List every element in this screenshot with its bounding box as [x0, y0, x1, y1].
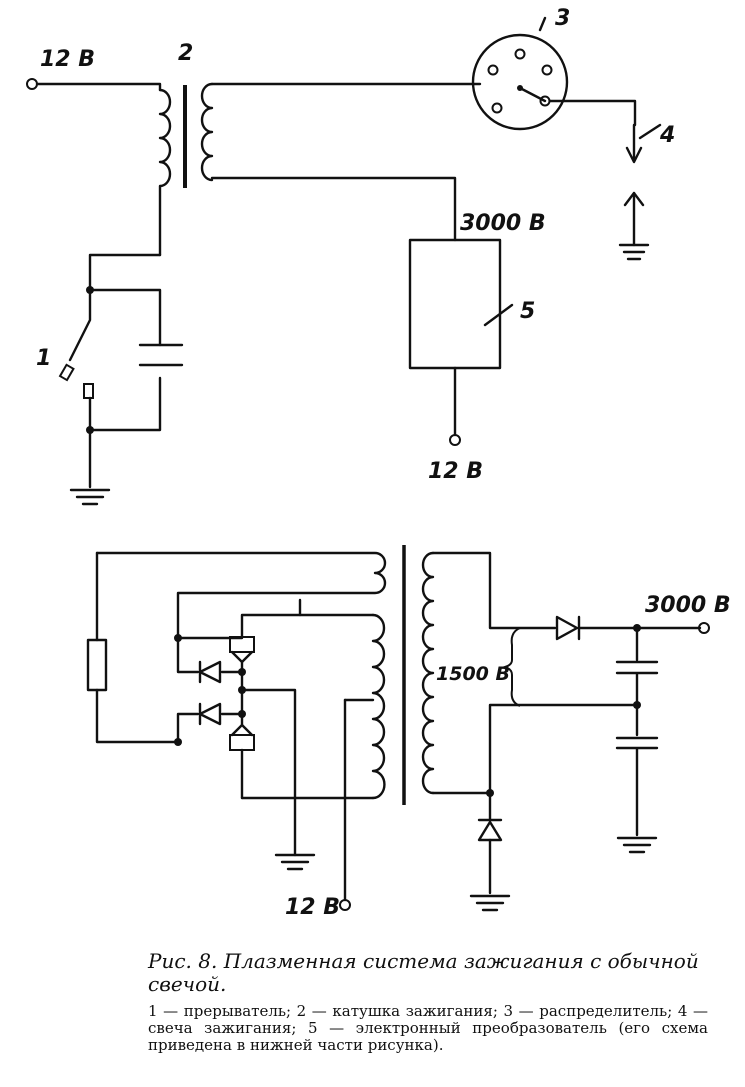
transistor-lower-emitter: [230, 723, 254, 737]
feedback-winding: [95, 551, 387, 640]
diode-ground: [477, 818, 503, 842]
converter-schematic: 3000 В 1500 В 12 В: [86, 545, 731, 920]
converter-leader: [483, 303, 514, 327]
label-coil-number: 2: [178, 41, 193, 66]
capacitor-upper: [615, 626, 659, 707]
label-distributor-number: 3: [555, 6, 570, 31]
resistor: [86, 638, 108, 692]
label-converter-number: 5: [520, 299, 535, 324]
diode-upper: [198, 660, 222, 684]
transistor-upper-emitter: [230, 650, 254, 664]
wire-resistor: [95, 551, 180, 744]
brace-1500v: [501, 627, 521, 707]
spark-plug-electrode-bottom: [623, 191, 645, 247]
secondary-winding: [421, 551, 435, 795]
label-12v-converter: 12 В: [428, 459, 483, 484]
ground-icon-converter: [274, 853, 316, 871]
wire-upper-transistor: [240, 598, 302, 639]
wire-coil-to-converter: [210, 176, 457, 242]
ignition-system-diagram: 12 В 2 3 4 5 1 3000 В 12 В: [26, 6, 675, 506]
label-3000v-top: 3000 В: [460, 211, 546, 236]
terminal-3000v: [698, 622, 710, 634]
distributor-leader: [538, 16, 547, 32]
terminal-12v-bottom: [339, 899, 351, 911]
transistor-lower: [229, 734, 255, 751]
spark-plug-electrode-top: [625, 123, 643, 164]
distributor-body: [471, 33, 569, 131]
ground-icon-plug: [618, 243, 650, 261]
wire-coil-to-breaker: [88, 253, 162, 292]
coil-secondary-winding: [200, 82, 214, 182]
label-breaker-number: 1: [36, 346, 51, 371]
capacitor-breaker: [138, 343, 184, 367]
wire-midpoint: [488, 703, 639, 795]
diode-output: [555, 615, 581, 641]
capacitor-lower: [615, 703, 659, 837]
label-1500v: 1500 В: [436, 663, 510, 685]
coil-primary-winding: [158, 88, 172, 257]
wire-12v-to-coil: [35, 82, 162, 92]
diode-lower: [198, 702, 222, 726]
figure-caption-legend: 1 — прерыватель; 2 — катушка зажигания; …: [148, 1002, 708, 1054]
converter-block: [408, 238, 502, 370]
label-12v-bottom: 12 В: [285, 895, 340, 920]
breaker-contact-arm: [68, 288, 92, 362]
wire-capacitor-loop: [88, 288, 162, 432]
ground-icon-capacitor: [616, 836, 658, 854]
spark-plug-leader: [638, 123, 662, 140]
ground-icon-breaker: [69, 488, 111, 506]
wire-secondary-bottom: [431, 791, 492, 822]
primary-winding: [371, 613, 386, 800]
wire-secondary-top: [431, 551, 557, 630]
ground-icon-diode: [469, 894, 511, 912]
breaker-contact-fixed: [83, 383, 94, 399]
label-12v-top: 12 В: [40, 47, 95, 72]
transistor-upper: [229, 636, 255, 653]
terminal-12v-top: [26, 78, 38, 90]
figure-caption-title: Рис. 8. Плазменная система зажигания с о…: [148, 949, 699, 996]
breaker-contact-moving: [58, 363, 75, 382]
terminal-12v-converter: [449, 434, 461, 446]
wire-to-ground-bottom: [240, 688, 297, 857]
label-3000v-bottom: 3000 В: [645, 593, 731, 618]
wire-distributor-to-plug: [548, 99, 637, 127]
label-spark-plug-number: 4: [659, 123, 675, 148]
